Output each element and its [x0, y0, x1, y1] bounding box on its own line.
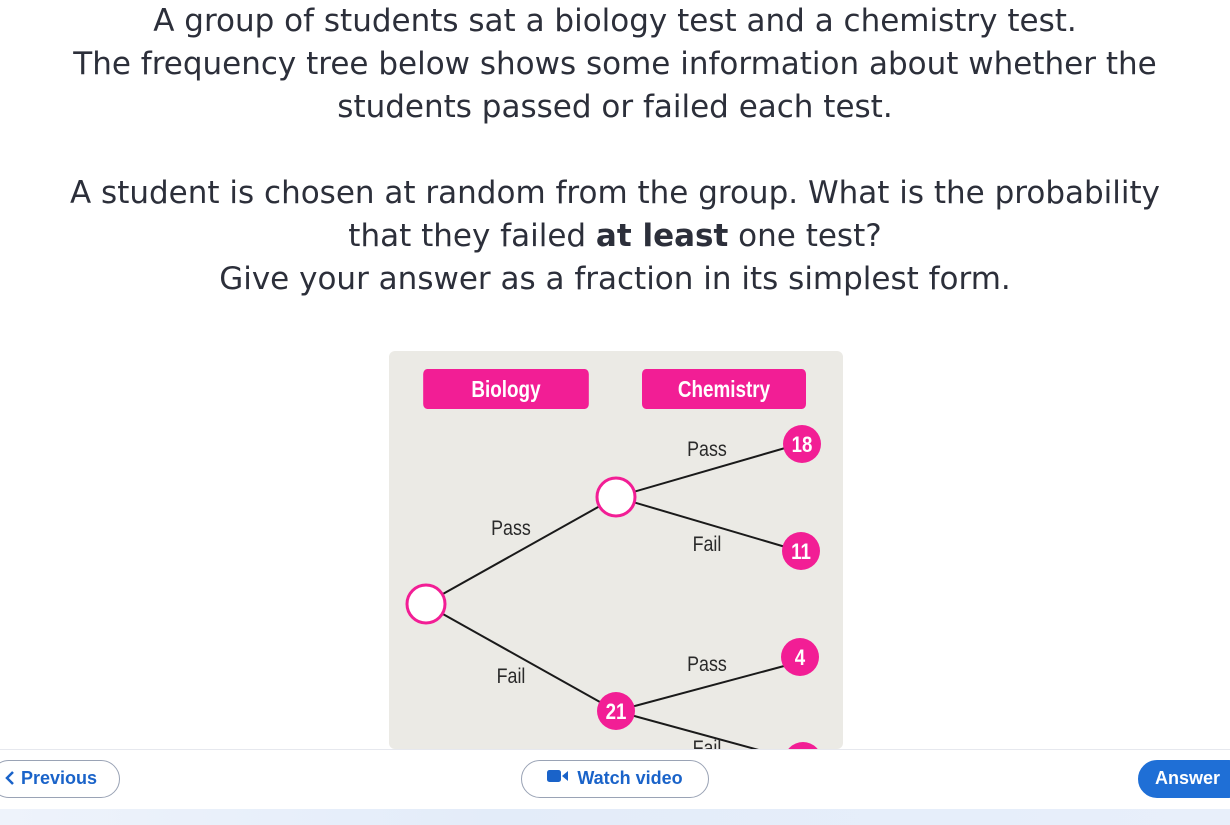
previous-button[interactable]: Previous — [0, 760, 120, 798]
video-camera-icon — [547, 760, 569, 795]
branch-bio-pass — [424, 496, 617, 605]
watch-video-label: Watch video — [577, 768, 683, 788]
node-bio-fail-value: 21 — [606, 701, 627, 725]
label-chem-fail-fail: Fail — [693, 737, 722, 749]
previous-label: Previous — [21, 768, 98, 788]
chevron-left-icon — [5, 761, 15, 796]
label-bio-pass: Pass — [491, 517, 531, 541]
node-pass-pass — [783, 425, 821, 463]
label-chem-pass-fail: Fail — [693, 533, 722, 557]
tree-diagram: Pass Fail Pass Fail Pass Fail 21 18 11 4 — [405, 425, 821, 749]
emphasis-at-least: at least — [595, 218, 729, 254]
question-text: A group of students sat a biology test a… — [0, 0, 1230, 301]
question-line: students passed or failed each test. — [337, 89, 893, 125]
branch-chem-fail-fail — [615, 710, 759, 749]
answer-label: Answer — [1155, 768, 1221, 788]
node-pass-fail-value: 11 — [791, 541, 811, 565]
bottom-strip — [0, 809, 1230, 825]
node-fail-pass-value: 4 — [795, 647, 806, 671]
branch-bio-fail — [424, 603, 617, 712]
question-line: A group of students sat a biology test a… — [153, 3, 1077, 39]
watch-video-button[interactable]: Watch video — [521, 760, 709, 798]
frequency-tree: Biology Chemistry Pass Fail Pass Fail Pa… — [389, 351, 843, 749]
label-bio-fail: Fail — [497, 665, 526, 689]
label-chem-pass-pass: Pass — [687, 438, 727, 462]
node-pass-fail — [782, 532, 820, 570]
answer-button[interactable]: Answer — [1138, 760, 1230, 798]
label-chem-fail-pass: Pass — [687, 653, 727, 677]
node-fail-pass — [781, 638, 819, 676]
header-chemistry: Chemistry — [642, 369, 806, 409]
question-line: A student is chosen at random from the g… — [0, 172, 1230, 215]
question-line: The frequency tree below shows some info… — [73, 46, 1157, 82]
node-root — [405, 583, 447, 625]
branch-chem-pass-pass — [615, 443, 800, 498]
header-biology: Biology — [423, 369, 589, 409]
question-line: Give your answer as a fraction in its si… — [219, 261, 1011, 297]
question-text-part: that they failed — [348, 218, 596, 254]
node-bio-fail — [597, 692, 635, 730]
branch-chem-fail-pass — [615, 661, 800, 712]
question-line: that they failed at least one test? — [0, 215, 1230, 258]
question-line-4: A student is chosen at random from the g… — [69, 175, 1161, 211]
branch-chem-pass-fail — [615, 496, 800, 552]
navigation-bar: Previous Watch video Answer — [0, 749, 1230, 810]
question-text-part: one test? — [728, 218, 882, 254]
node-bio-pass — [595, 476, 637, 518]
node-fail-fail — [788, 742, 818, 749]
node-pass-pass-value: 18 — [792, 434, 813, 458]
